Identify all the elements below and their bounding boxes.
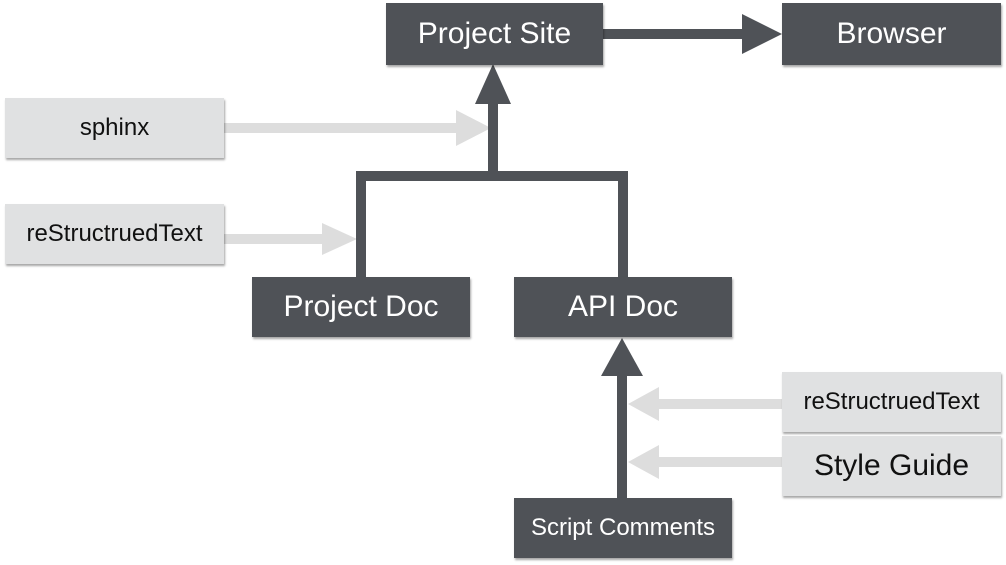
project-site-box: Project Site bbox=[386, 3, 603, 65]
api-doc-box: API Doc bbox=[514, 277, 732, 337]
sphinx-arrow-line bbox=[224, 123, 458, 133]
script-to-api-head bbox=[601, 338, 643, 376]
project-doc-label: Project Doc bbox=[283, 290, 439, 323]
project-site-label: Project Site bbox=[417, 17, 572, 50]
script-comments-box: Script Comments bbox=[514, 498, 732, 558]
style-guide-arrow-head bbox=[628, 445, 659, 479]
browser-label: Browser bbox=[836, 17, 947, 50]
sphinx-box: sphinx bbox=[5, 98, 224, 158]
bracket-right-vertical bbox=[618, 171, 628, 277]
site-to-browser-line bbox=[603, 29, 747, 39]
style-guide-arrow-line bbox=[655, 457, 782, 467]
script-comments-label: Script Comments bbox=[530, 514, 716, 541]
rst-left-box: reStructruedText bbox=[5, 204, 224, 264]
rst-right-arrow-head bbox=[628, 387, 659, 421]
sphinx-arrow-head bbox=[456, 110, 491, 146]
style-guide-label: Style Guide bbox=[813, 449, 970, 482]
rst-left-arrow-head bbox=[322, 223, 357, 255]
bracket-up-head bbox=[475, 64, 511, 104]
rst-right-box: reStructruedText bbox=[782, 372, 1001, 432]
api-doc-label: API Doc bbox=[567, 290, 679, 323]
browser-box: Browser bbox=[782, 3, 1001, 65]
rst-right-arrow-line bbox=[655, 399, 782, 409]
style-guide-box: Style Guide bbox=[782, 436, 1001, 496]
site-to-browser-head bbox=[742, 14, 782, 54]
rst-left-label: reStructruedText bbox=[26, 220, 203, 247]
bracket-left-vertical bbox=[356, 171, 366, 277]
bracket-up-line bbox=[488, 96, 498, 181]
sphinx-label: sphinx bbox=[79, 114, 150, 141]
rst-left-arrow-line bbox=[224, 234, 324, 244]
script-to-api-line bbox=[617, 372, 627, 498]
rst-right-label: reStructruedText bbox=[803, 388, 980, 415]
project-doc-box: Project Doc bbox=[252, 277, 470, 337]
